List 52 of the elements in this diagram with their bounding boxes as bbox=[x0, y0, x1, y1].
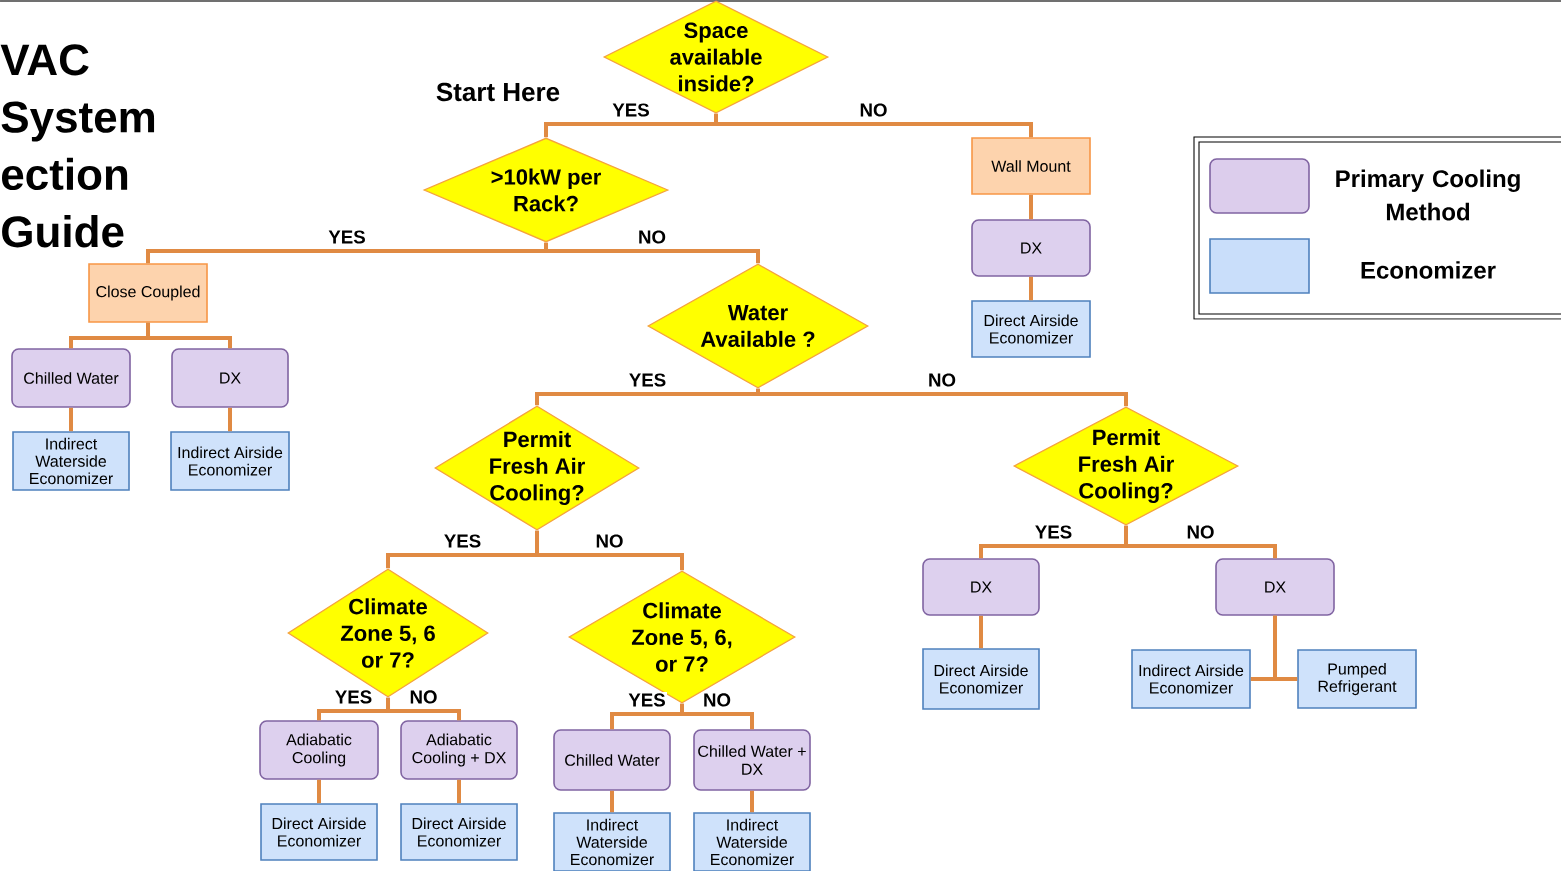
economizer-box: Indirect Waterside Economizer bbox=[693, 812, 811, 871]
connector-line bbox=[750, 790, 754, 813]
connector-line bbox=[1029, 194, 1033, 220]
economizer-box: Indirect Airside Economizer bbox=[1131, 649, 1251, 709]
cooling-method-box: Chilled Water bbox=[11, 348, 131, 408]
start-label: Start Here bbox=[436, 82, 560, 102]
connector-line bbox=[544, 242, 760, 264]
edge-label: YES bbox=[627, 692, 667, 708]
edge-label: NO bbox=[636, 229, 668, 245]
connector-line bbox=[317, 779, 321, 804]
economizer-box: Direct Airside Economizer bbox=[260, 803, 378, 861]
connector-line bbox=[535, 530, 684, 571]
connector-line bbox=[1029, 276, 1033, 301]
edge-label: NO bbox=[1185, 524, 1216, 540]
economizer-box: Pumped Refrigerant bbox=[1297, 649, 1417, 709]
cooling-method-box: DX bbox=[1215, 558, 1335, 616]
connector-line bbox=[457, 779, 461, 804]
economizer-box: Indirect Waterside Economizer bbox=[553, 812, 671, 871]
connector-line bbox=[610, 790, 614, 813]
connector-line bbox=[979, 615, 983, 649]
legend-label: Primary Cooling Method bbox=[1336, 169, 1520, 221]
category-box: Wall Mount bbox=[971, 137, 1091, 195]
economizer-box: Direct Airside Economizer bbox=[400, 803, 518, 861]
economizer-box: Indirect Waterside Economizer bbox=[12, 431, 130, 491]
edge-label: NO bbox=[594, 533, 625, 549]
cooling-method-box: DX bbox=[922, 558, 1040, 616]
edge-label: NO bbox=[858, 102, 889, 118]
connector-line bbox=[69, 407, 73, 432]
edge-label: YES bbox=[442, 533, 483, 549]
connector-line bbox=[146, 322, 232, 349]
connector-line bbox=[756, 388, 1128, 407]
economizer-box: Direct Airside Economizer bbox=[971, 300, 1091, 358]
cooling-method-box: Chilled Water + DX bbox=[693, 729, 811, 791]
cooling-method-box: DX bbox=[171, 348, 289, 408]
economizer-box: Direct Airside Economizer bbox=[922, 648, 1040, 710]
edge-label: NO bbox=[926, 372, 958, 388]
cooling-method-box: Chilled Water bbox=[553, 729, 671, 791]
cooling-method-box: DX bbox=[971, 219, 1091, 277]
connector-line bbox=[1273, 615, 1298, 681]
edge-label: YES bbox=[327, 229, 367, 245]
connector-line bbox=[386, 697, 461, 721]
edge-label: YES bbox=[1033, 524, 1074, 540]
connector-line bbox=[680, 703, 754, 730]
economizer-box: Indirect Airside Economizer bbox=[170, 431, 290, 491]
title: VAC System ection Guide bbox=[0, 44, 155, 248]
connector-line bbox=[1124, 525, 1277, 559]
connector-line bbox=[228, 407, 232, 432]
connector-line bbox=[714, 113, 1033, 138]
cooling-method-box: Adiabatic Cooling + DX bbox=[400, 720, 518, 780]
category-box: Close Coupled bbox=[88, 263, 208, 323]
legend-label: Economizer bbox=[1361, 261, 1496, 279]
cooling-method-box: Adiabatic Cooling bbox=[259, 720, 379, 780]
